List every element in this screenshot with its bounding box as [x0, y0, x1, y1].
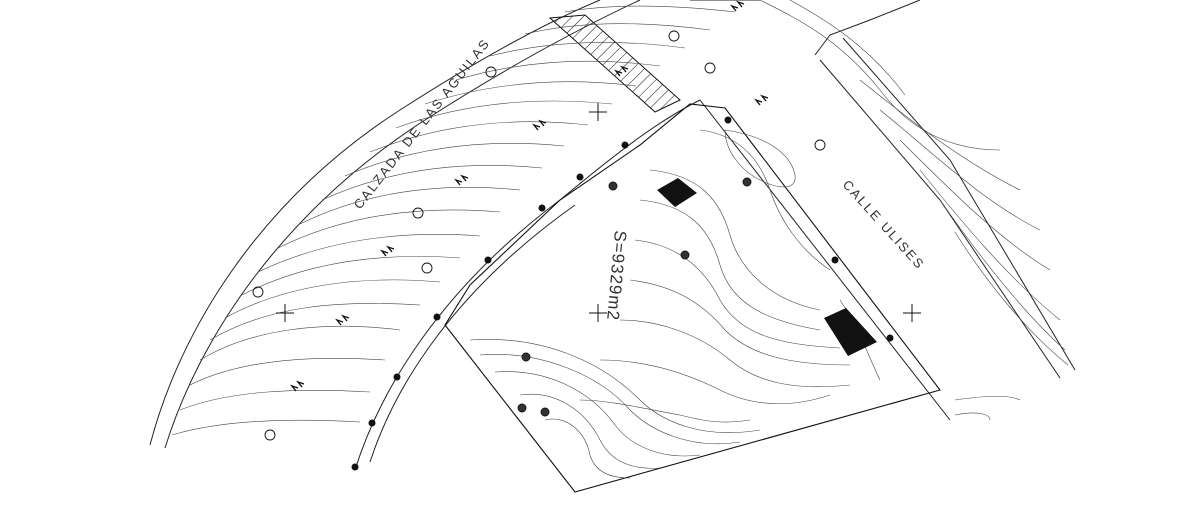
utility-pole-icon: [368, 419, 376, 427]
tree-symbols: [252, 30, 826, 441]
tree-icon: [608, 181, 618, 191]
direction-arrow-icon: [531, 119, 547, 131]
tree-icon: [252, 286, 264, 298]
street-label-right: CALLE ULISES: [840, 177, 928, 273]
direction-arrow-icon: [453, 174, 469, 186]
utility-pole-icon: [831, 256, 839, 264]
direction-arrow-icon: [753, 94, 769, 106]
buildings: [657, 178, 877, 356]
utility-pole-icon: [724, 116, 732, 124]
contour-lines: [171, 5, 736, 436]
utility-poles: [351, 116, 894, 471]
crosshairs: [276, 103, 921, 322]
direction-arrows: [289, 0, 769, 392]
utility-pole-icon: [484, 256, 492, 264]
utility-pole-icon: [538, 204, 546, 212]
hatched-strip: [548, 14, 681, 113]
utility-pole-icon: [621, 141, 629, 149]
building-icon: [824, 308, 877, 356]
direction-arrow-icon: [729, 0, 745, 12]
street-label-left: CALZADA DE LAS AGUILAS: [351, 35, 494, 212]
contour-lines-lot: [469, 129, 881, 479]
contour-lines-right: [759, 0, 1069, 421]
building-icon: [657, 178, 697, 207]
tree-icon: [412, 207, 424, 219]
lot-boundary: [444, 103, 941, 493]
tree-icon: [680, 250, 690, 260]
tree-icon: [540, 407, 550, 417]
tree-icon: [264, 429, 276, 441]
direction-arrow-icon: [613, 65, 629, 77]
direction-arrow-icon: [334, 314, 350, 326]
utility-pole-icon: [433, 313, 441, 321]
lot-area-label: S=9329m2: [603, 230, 630, 322]
crosshair-icon: [903, 304, 921, 322]
utility-pole-icon: [886, 334, 894, 342]
direction-arrow-icon: [379, 245, 395, 257]
tree-icon: [704, 62, 716, 74]
utility-pole-icon: [393, 373, 401, 381]
utility-pole-icon: [576, 173, 584, 181]
tree-icon: [814, 139, 826, 151]
crosshair-icon: [589, 103, 607, 121]
tree-icon: [742, 177, 752, 187]
tree-icon: [485, 66, 497, 78]
crosshair-icon: [276, 304, 294, 322]
crosshair-icon: [589, 304, 607, 322]
utility-pole-icon: [351, 463, 359, 471]
tree-icon: [421, 262, 433, 274]
tree-icon: [521, 352, 531, 362]
direction-arrow-icon: [289, 380, 305, 392]
tree-icon: [668, 30, 680, 42]
tree-icon: [517, 403, 527, 413]
